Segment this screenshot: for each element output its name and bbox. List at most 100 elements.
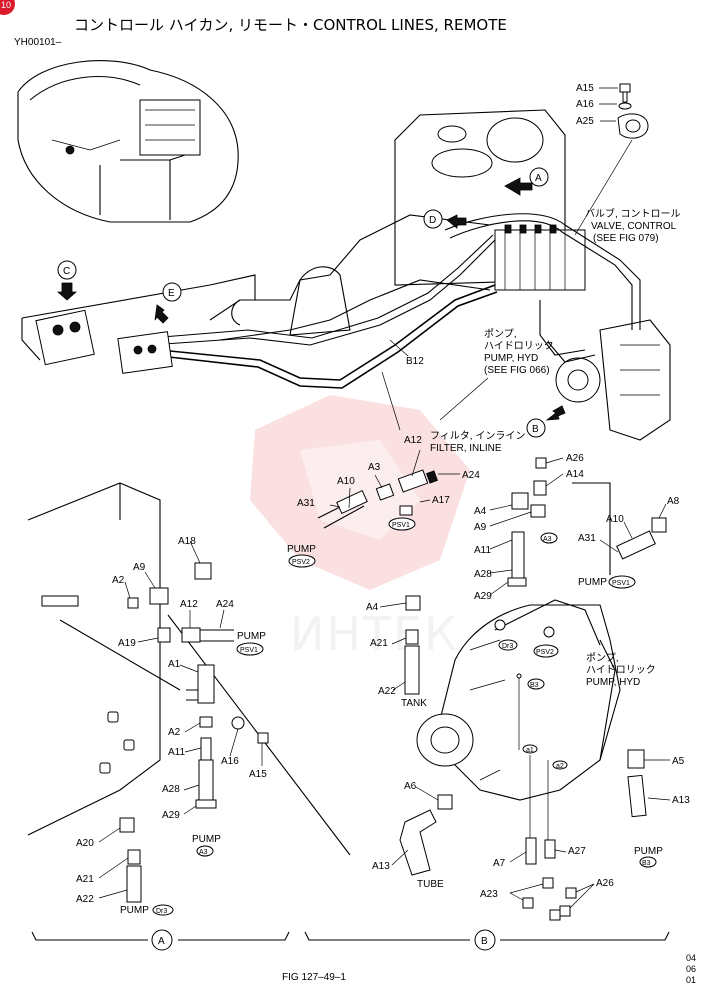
label-a26-top: A26 <box>566 453 584 464</box>
tag-dr3-left-text: Dr3 <box>156 908 167 915</box>
section-b-detail: PSV2 Dr3 B3 ポンプ, ハイドロリック PUMP, HYD A4 A2… <box>366 595 690 921</box>
frame-plate <box>41 595 79 607</box>
tag-psv2-b <box>533 644 559 658</box>
pump-label-b3-right: PUMP <box>634 846 663 857</box>
view-arrow-b <box>545 405 566 421</box>
pump-label-psv2-top: PUMP <box>287 544 316 555</box>
watermark-text: ИНТЕК <box>290 607 459 661</box>
page-tab-badge <box>0 0 15 15</box>
label-a15-top: A15 <box>576 83 594 94</box>
elbow-a18 <box>194 562 212 580</box>
tag-psv1-right <box>608 575 636 589</box>
hose-a22-mid <box>404 645 420 695</box>
label-a9-mid: A9 <box>474 522 487 533</box>
label-a21-mid: A21 <box>370 638 388 649</box>
label-a28-mid: A28 <box>474 569 492 580</box>
pump-fittings-right-middle: A26 A14 A4 A9 A11 A28 A29 A3 <box>474 453 584 602</box>
label-a1: A1 <box>168 659 181 670</box>
tag-psv2-top-text: PSV2 <box>292 559 310 566</box>
filter-a12-left <box>181 627 201 643</box>
view-marker-e <box>162 282 182 302</box>
view-marker-a <box>529 167 549 187</box>
label-a11-mid: A11 <box>474 545 491 556</box>
tag-psv1-mid <box>388 517 416 531</box>
note-filter-inline: フィルタ, インライン FILTER, INLINE <box>381 371 525 454</box>
valve-note-en: VALVE, CONTROL <box>591 221 677 232</box>
tag-psv2-top <box>288 554 316 568</box>
label-a29-mid: A29 <box>474 591 492 602</box>
elbow-a5 <box>627 749 645 769</box>
label-a18: A18 <box>178 536 196 547</box>
label-a23: A23 <box>480 889 498 900</box>
label-a31-right: A31 <box>578 533 596 544</box>
fitting-a9-left <box>149 587 169 605</box>
elbow-a4-top <box>511 492 529 510</box>
rubber-stop-3 <box>99 762 111 774</box>
label-a8: A8 <box>667 496 680 507</box>
fitting-a19 <box>157 627 171 643</box>
label-a4-top: A4 <box>474 506 487 517</box>
elbow-a4-mid <box>405 595 421 611</box>
port-a1-text: a1 <box>526 747 534 754</box>
label-a26-bottom: A26 <box>596 878 614 889</box>
view-arrow-a <box>504 177 533 196</box>
boom-foot <box>289 266 351 336</box>
filter-note-jp: フィルタ, インライン <box>430 430 525 442</box>
pump2-note-en: PUMP, HYD <box>586 677 640 688</box>
tube-label: TUBE <box>417 879 444 890</box>
tag-psv1-left <box>236 642 264 656</box>
tank-port <box>431 148 493 178</box>
label-a15-left: A15 <box>249 769 267 780</box>
tag-dr3-b <box>498 639 518 651</box>
pilot-valve-right <box>117 331 173 374</box>
plug-a23-2 <box>522 897 534 909</box>
label-a2-mid: A2 <box>168 727 181 738</box>
washer-a16-top <box>618 102 632 110</box>
page-tab-number: 10 <box>1 0 11 10</box>
label-a4-mid: A4 <box>366 602 379 613</box>
view-marker-b-label: B <box>532 424 539 435</box>
pump-psv1-right-assembly: A8 A10 A31 PUMP PSV1 <box>572 482 680 589</box>
port-a2 <box>552 760 568 770</box>
section-brackets: A B <box>31 929 670 951</box>
label-a21-left: A21 <box>76 874 94 885</box>
tag-b3-right-text: B3 <box>642 860 651 867</box>
control-valve <box>494 229 586 291</box>
label-a31-top: A31 <box>297 498 315 509</box>
label-a7: A7 <box>493 858 506 869</box>
elbow-a8 <box>651 517 667 533</box>
plug-a23-1 <box>542 877 554 889</box>
view-arrow-e <box>154 304 169 324</box>
pilot-valve-left <box>35 309 95 366</box>
tube-a13-left <box>399 809 437 876</box>
view-marker-c <box>57 260 77 280</box>
section-a-detail: A18 A9 A2 A12 A24 A19 PUMP PSV1 A1 A2 A1… <box>27 482 351 916</box>
label-a16-left: A16 <box>221 756 239 767</box>
bolt-a26-bottom <box>565 887 577 899</box>
cab-console <box>139 99 201 156</box>
inset-mount-parts: A15 A16 A25 <box>574 83 649 236</box>
label-a16-top: A16 <box>576 99 594 110</box>
filter-inline-assembly: A12 A3 A24 A10 A31 A17 PUMP PSV2 PSV1 <box>287 435 480 568</box>
fitting-a27 <box>544 839 556 859</box>
tag-a3-mid-text: A3 <box>543 536 552 543</box>
hydraulic-tank <box>394 109 566 286</box>
label-a10-top: A10 <box>337 476 355 487</box>
view-arrows: A D C E B <box>56 167 566 438</box>
pump2-note-jp: ポンプ, <box>586 652 618 664</box>
label-a12-left: A12 <box>180 599 198 610</box>
fitting-a14 <box>533 480 547 496</box>
tank-label: TANK <box>401 698 427 709</box>
tag-a3-mid <box>540 532 558 544</box>
label-a6: A6 <box>404 781 417 792</box>
hose-a22-left <box>126 865 142 903</box>
label-a29-left: A29 <box>162 810 180 821</box>
rubber-stop-1 <box>107 711 119 723</box>
view-marker-d-label: D <box>429 215 436 226</box>
valve-note-ref: (SEE FIG 079) <box>593 233 659 244</box>
label-a13-right: A13 <box>672 795 690 806</box>
label-a3: A3 <box>368 462 381 473</box>
view-arrow-c <box>56 282 78 301</box>
hose-a11-a28 <box>511 531 525 583</box>
filter-a12 <box>397 469 429 493</box>
